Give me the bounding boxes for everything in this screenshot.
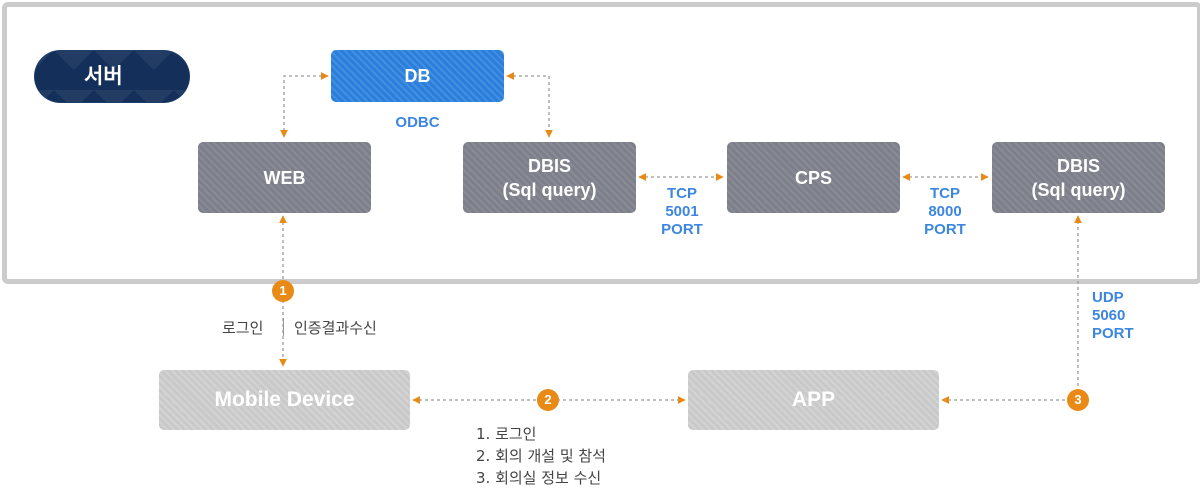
app-node: APP	[688, 370, 939, 430]
udp-5060-line2: 5060	[1092, 307, 1126, 324]
dbis-left-line2: (Sql query)	[502, 179, 597, 200]
db-web-connector	[280, 72, 329, 138]
app-dbis-connector	[941, 215, 1082, 404]
label-divider	[283, 318, 284, 336]
step-2-marker: 2	[537, 389, 559, 411]
dbis-right-line2: (Sql query)	[1031, 179, 1126, 200]
udp-5060-line1: UDP	[1092, 289, 1124, 306]
step-1-marker: 1	[272, 280, 294, 302]
step-3-marker: 3	[1067, 389, 1089, 411]
dbis-right-node: DBIS (Sql query)	[992, 142, 1165, 213]
step-2-list: 1. 로그인 2. 회의 개설 및 참석 3. 회의실 정보 수신	[476, 423, 606, 489]
tcp-8000-line2: 8000	[928, 203, 962, 220]
login-label: 로그인	[222, 319, 264, 337]
udp-5060-line3: PORT	[1092, 325, 1134, 342]
udp-5060-label: UDP 5060 PORT	[1092, 289, 1134, 343]
step-2-item-1: 1. 로그인	[476, 425, 537, 443]
tcp-5001-line3: PORT	[661, 221, 703, 238]
cps-node: CPS	[727, 142, 900, 213]
tcp-8000-line3: PORT	[924, 221, 966, 238]
tcp-5001-line1: TCP	[667, 185, 697, 202]
mobile-device-node: Mobile Device	[159, 370, 410, 430]
odbc-label: ODBC	[395, 114, 440, 131]
step-2-item-2: 2. 회의 개설 및 참석	[476, 447, 606, 465]
web-node: WEB	[198, 142, 371, 213]
tcp-5001-line2: 5001	[665, 203, 699, 220]
db-node: DB	[331, 50, 504, 102]
db-dbis-connector	[506, 72, 553, 138]
step-2-item-3: 3. 회의실 정보 수신	[476, 469, 602, 487]
tcp-8000-label: TCP 8000 PORT	[915, 185, 975, 239]
tcp-8000-line1: TCP	[930, 185, 960, 202]
dbis-left-line1: DBIS	[527, 155, 571, 176]
auth-result-label: 인증결과수신	[294, 319, 377, 337]
tcp-5001-label: TCP 5001 PORT	[652, 185, 712, 239]
dbis-right-line1: DBIS	[1056, 155, 1100, 176]
dbis-left-node: DBIS (Sql query)	[463, 142, 636, 213]
server-badge: 서버	[34, 50, 190, 103]
